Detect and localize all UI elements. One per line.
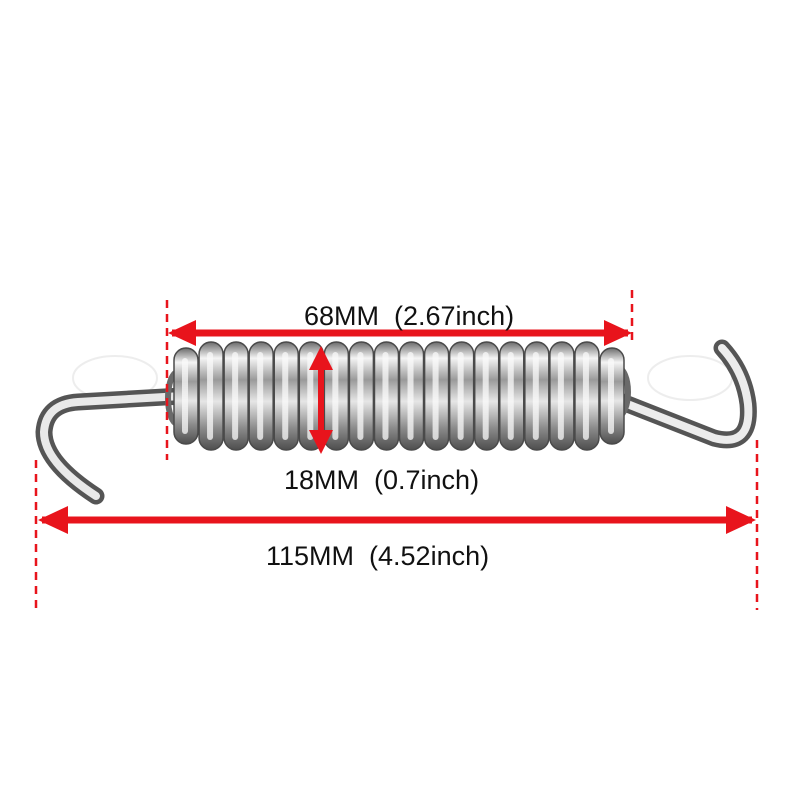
coil-turn-highlight: [257, 352, 264, 440]
spring-coil: [165, 341, 631, 451]
coil-turn-highlight: [232, 352, 239, 440]
arrow-heads: [38, 320, 756, 534]
coil-turn-highlight: [382, 352, 389, 440]
coil-turn-highlight: [357, 352, 364, 440]
coil-diameter-label: 18MM (0.7inch): [284, 465, 480, 495]
coil-length-label: 68MM (2.67inch): [304, 301, 515, 331]
overall-length-label: 115MM (4.52inch): [266, 541, 490, 571]
coil-turn-highlight: [582, 352, 589, 440]
coil-turn-highlight: [182, 358, 188, 434]
coil-turn-highlight: [482, 352, 489, 440]
dimension-lines: [34, 290, 759, 610]
left-hook: [35, 387, 191, 505]
coil-turn-highlight: [432, 352, 439, 440]
coil-turn-highlight: [507, 352, 514, 440]
coil-turn-highlight: [307, 352, 314, 440]
right-hook: [603, 339, 757, 449]
coil-turn-highlight: [282, 352, 289, 440]
coil-turn-highlight: [407, 352, 414, 440]
coil-turn-highlight: [207, 352, 214, 440]
coil-turn-highlight: [532, 352, 539, 440]
coil-turn-highlight: [557, 352, 564, 440]
coil-turn-highlight: [332, 352, 339, 440]
coil-turn-highlight: [608, 358, 614, 434]
coil-turn-highlight: [457, 352, 464, 440]
